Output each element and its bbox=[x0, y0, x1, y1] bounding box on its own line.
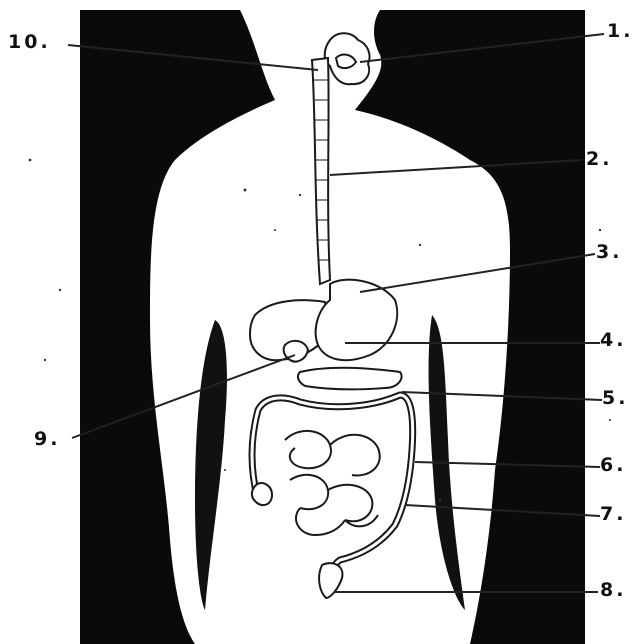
left-dark-panel bbox=[80, 10, 275, 644]
speckle bbox=[44, 359, 46, 361]
label-1: 1. bbox=[607, 22, 633, 41]
speckle bbox=[609, 419, 611, 421]
speckle bbox=[439, 499, 442, 502]
label-8: 8. bbox=[600, 581, 626, 600]
small-intestine bbox=[285, 431, 380, 535]
label-7: 7. bbox=[600, 505, 626, 524]
esophagus bbox=[312, 58, 330, 284]
speckle bbox=[59, 289, 61, 291]
pancreas bbox=[298, 368, 402, 390]
label-10: 10. bbox=[8, 33, 51, 52]
label-2: 2. bbox=[586, 150, 612, 169]
speckle bbox=[599, 229, 601, 231]
speckle bbox=[419, 244, 421, 246]
label-3: 3. bbox=[596, 243, 622, 262]
stomach bbox=[316, 280, 398, 361]
large-intestine bbox=[252, 395, 413, 585]
label-4: 4. bbox=[600, 331, 626, 350]
cecum bbox=[252, 483, 272, 505]
speckle bbox=[299, 194, 301, 196]
label-6: 6. bbox=[600, 456, 626, 475]
label-5: 5. bbox=[602, 389, 628, 408]
speckle bbox=[274, 229, 276, 231]
mouth-pharynx bbox=[325, 33, 370, 84]
speckle bbox=[29, 159, 32, 162]
large-intestine-inner bbox=[252, 395, 413, 585]
speckle bbox=[244, 189, 247, 192]
label-9: 9. bbox=[34, 430, 60, 449]
speckle bbox=[224, 469, 226, 471]
left-arm-shadow bbox=[195, 320, 227, 610]
